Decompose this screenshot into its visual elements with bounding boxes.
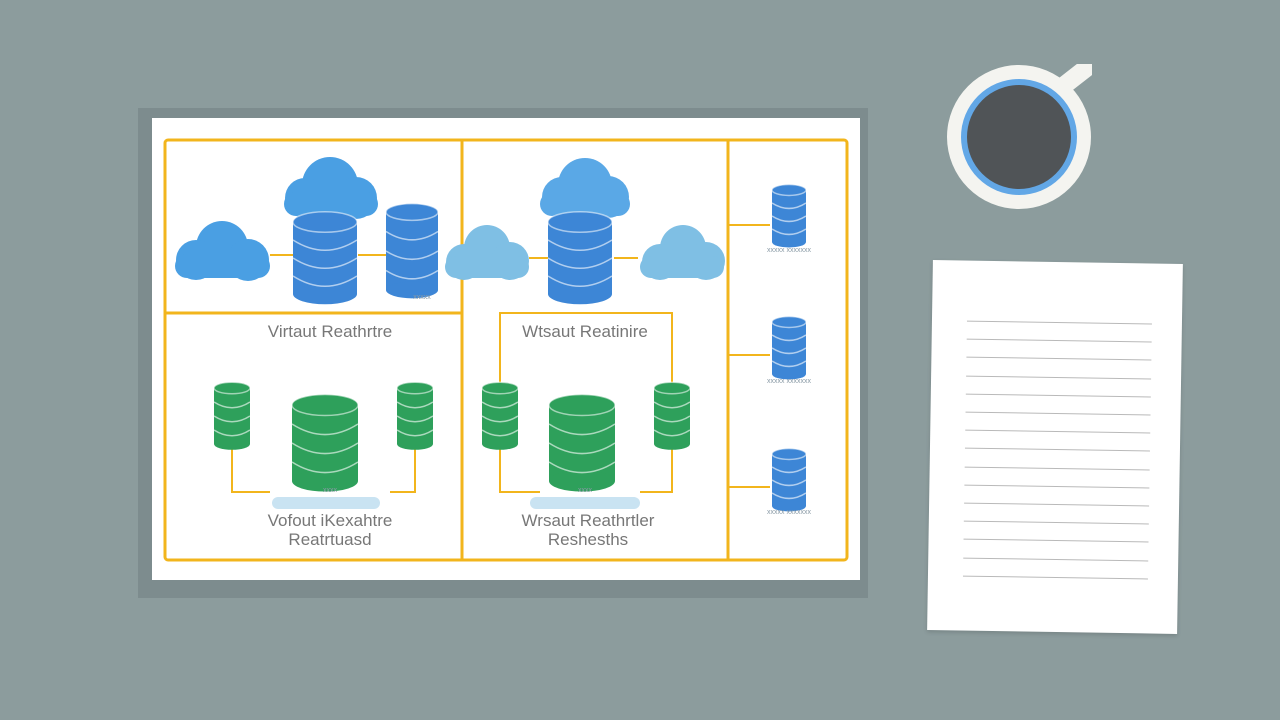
paper-line [964, 447, 1150, 452]
database-icon [385, 202, 439, 299]
database-icon [771, 183, 807, 248]
database-icon [771, 315, 807, 380]
db-tag-right-1: xxxxx xxxxxxx [767, 247, 811, 254]
database-icon [291, 393, 359, 492]
diagram-frame [163, 138, 849, 562]
database-icon [547, 211, 613, 305]
panel-caption-bottom-middle-line2: Reshesths [547, 530, 629, 549]
database-icon [653, 381, 691, 450]
database-icon [481, 381, 519, 450]
connector-lines [231, 224, 770, 493]
paper-line [966, 356, 1152, 361]
paper-line [964, 502, 1150, 507]
paper-line [963, 538, 1149, 543]
db-tag-right-3: xxxxx xxxxxxx [767, 509, 811, 516]
db-tag-bottom-left: xxxx [323, 487, 337, 494]
cloud-icon [640, 225, 725, 280]
panel-caption-bottom-left-line1: Vofout iKexahtre [267, 511, 393, 530]
database-icon [396, 381, 434, 450]
cloud-icon [540, 158, 630, 218]
cloud-icon [445, 225, 529, 280]
paper-line [966, 320, 1152, 325]
panel-caption-bottom-left-line2: Reatrtuasd [288, 530, 372, 549]
paper-line [965, 411, 1151, 416]
db-tag-right-2: xxxxx xxxxxxx [767, 378, 811, 385]
label-highlight-bars [272, 497, 640, 509]
cloud-icon [284, 157, 378, 219]
paper-line [964, 466, 1150, 471]
paper-line [964, 484, 1150, 489]
database-icon [213, 381, 251, 450]
database-icon [292, 211, 358, 305]
paper-line [962, 575, 1148, 580]
db-tag-top-left: xxxxx [413, 294, 431, 301]
cloud-icon [175, 221, 270, 281]
paper-sheet-icon [927, 260, 1183, 634]
panel-caption-bottom-middle-line1: Wrsaut Reathrtler [521, 511, 655, 530]
paper-line [963, 520, 1149, 525]
panel-caption-top-left: Virtaut Reathrtre [267, 322, 393, 341]
paper-line [963, 557, 1149, 562]
diagram-board [152, 118, 860, 580]
paper-line [965, 429, 1151, 434]
database-icon [771, 447, 807, 512]
coffee-mug-icon [947, 64, 1092, 209]
database-icon [548, 393, 616, 492]
paper-line [966, 375, 1152, 380]
database-group [213, 183, 807, 512]
panel-caption-top-middle: Wtsaut Reatinire [522, 322, 648, 341]
db-tag-bottom-middle: xxxx [578, 487, 592, 494]
paper-line [966, 338, 1152, 343]
paper-line [965, 393, 1151, 398]
